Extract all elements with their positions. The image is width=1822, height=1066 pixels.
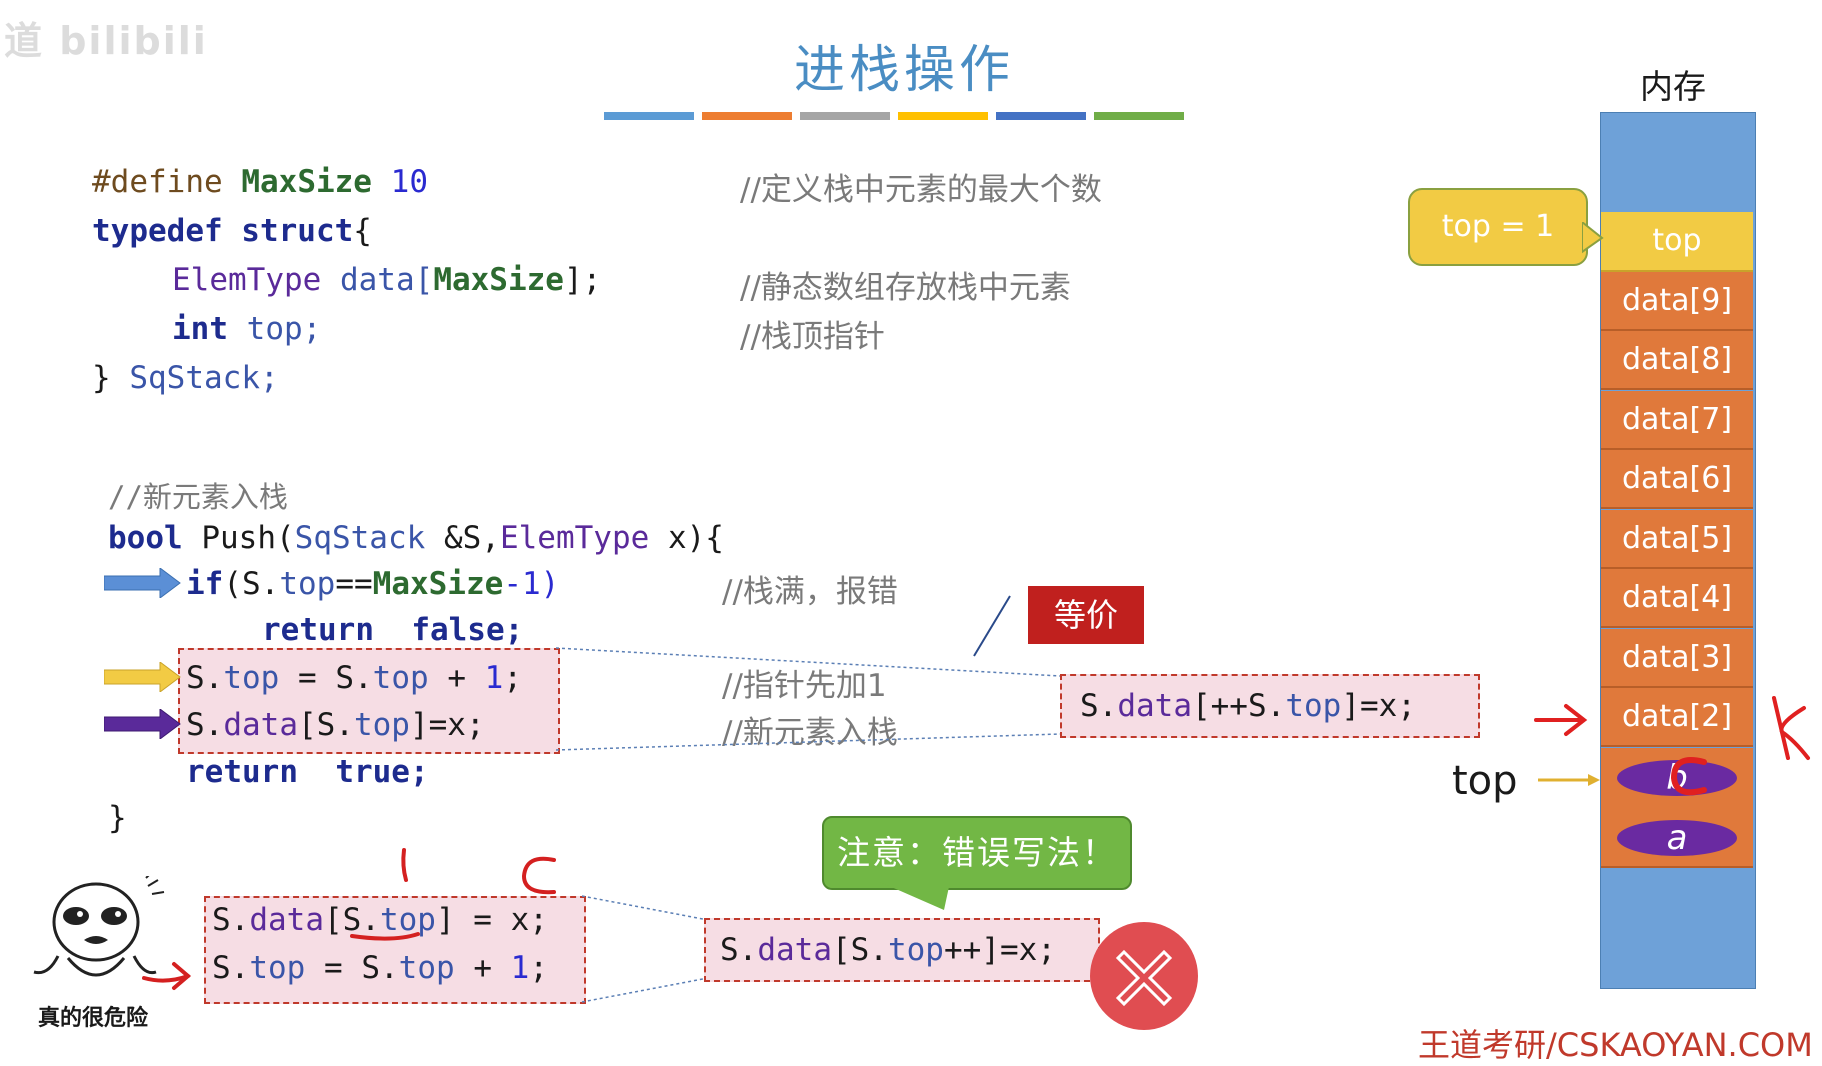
- callout-pointer: [1582, 222, 1604, 254]
- highlight-box-push-lines: [178, 648, 560, 754]
- top-pointer-label: top: [1452, 758, 1518, 804]
- title-bar-4: [898, 112, 988, 120]
- equivalence-connector-lines: [555, 595, 1061, 751]
- comment-new-elem: //新元素入栈: [722, 715, 898, 751]
- slide-title: 进栈操作: [793, 41, 1014, 100]
- title-bar-5: [996, 112, 1086, 120]
- code-line-data: ElemType data[MaxSize];: [172, 262, 602, 298]
- title-bar-6: [1094, 112, 1184, 120]
- wrong-code-line-1: S.data[S.top] = x;: [212, 902, 548, 938]
- wrong-combined-code-box: S.data[S.top++]=x;: [704, 918, 1100, 982]
- code-line-define: #define MaxSize 10: [92, 164, 428, 200]
- code-line-typedef: typedef struct{: [92, 213, 372, 249]
- title-bar-3: [800, 112, 890, 120]
- red-x-mark-annotation: [1772, 696, 1810, 760]
- memory-element-a: a: [1617, 820, 1737, 856]
- red-hand-arrow-icon: [142, 962, 192, 990]
- red-hand-arrow-data2-icon: [1534, 704, 1588, 736]
- equivalent-label: 等价: [1028, 586, 1144, 644]
- handwritten-annotations: [350, 848, 556, 941]
- memory-cell: data[5]: [1601, 510, 1753, 569]
- comment-maxsize: //定义栈中元素的最大个数: [740, 172, 1102, 208]
- memory-cell: data[6]: [1601, 450, 1753, 509]
- comment-stack-full: //栈满，报错: [722, 574, 898, 610]
- top-value-callout: top = 1: [1408, 188, 1588, 266]
- title-bar-1: [604, 112, 694, 120]
- wrong-x-icon: [1090, 922, 1198, 1030]
- equivalent-code-box: S.data[++S.top]=x;: [1060, 674, 1480, 738]
- code-line-if: if(S.top==MaxSize-1): [186, 566, 560, 602]
- code-line-assign: S.data[S.top]=x;: [186, 707, 485, 743]
- red-c-annotation: [1670, 757, 1707, 796]
- code-line-return-true: return true;: [186, 754, 429, 790]
- code-line-signature: bool Push(SqStack &S,ElemType x){: [108, 520, 724, 556]
- wrong-code-box: [204, 896, 586, 1004]
- code-line-sqstack: } SqStack;: [92, 360, 279, 396]
- memory-label: 内存: [1640, 67, 1706, 106]
- footer-brand: 王道考研/CSKAOYAN.COM: [1418, 1026, 1813, 1064]
- memory-cell: data[3]: [1601, 629, 1753, 688]
- title-bar-2: [702, 112, 792, 120]
- character-caption: 真的很危险: [38, 1006, 149, 1031]
- purple-arrow-icon: [104, 709, 181, 739]
- memory-cell: data[9]: [1601, 272, 1753, 331]
- notice-pointer: [880, 882, 950, 910]
- comment-data: //静态数组存放栈中元素: [740, 270, 1071, 306]
- memory-cell-top: top: [1601, 212, 1753, 272]
- top-pointer-arrow-icon: [1538, 774, 1600, 786]
- comment-pointer-inc: //指针先加1: [722, 668, 887, 704]
- code-line-return-false: return false;: [262, 612, 524, 648]
- wrong-usage-notice: 注意：错误写法！: [822, 816, 1132, 890]
- comment-top: //栈顶指针: [740, 319, 885, 355]
- wrong-code-line-2: S.top = S.top + 1;: [212, 950, 548, 986]
- watermark: 道 bilibili: [4, 19, 208, 63]
- blue-arrow-icon: [104, 568, 181, 598]
- memory-cell: data[4]: [1601, 569, 1753, 628]
- wrong-connector-lines: [581, 895, 709, 1003]
- worried-character-icon: [33, 876, 165, 977]
- memory-cell: data[2]: [1601, 688, 1753, 747]
- memory-cell: data[8]: [1601, 331, 1753, 390]
- code-line-top: int top;: [172, 311, 322, 347]
- yellow-arrow-icon: [104, 662, 181, 692]
- title-color-bars: [604, 112, 1184, 120]
- code-line-close: }: [108, 800, 127, 836]
- code-line-increment: S.top = S.top + 1;: [186, 660, 522, 696]
- comment-push: //新元素入栈: [108, 480, 288, 514]
- memory-cell: data[7]: [1601, 391, 1753, 450]
